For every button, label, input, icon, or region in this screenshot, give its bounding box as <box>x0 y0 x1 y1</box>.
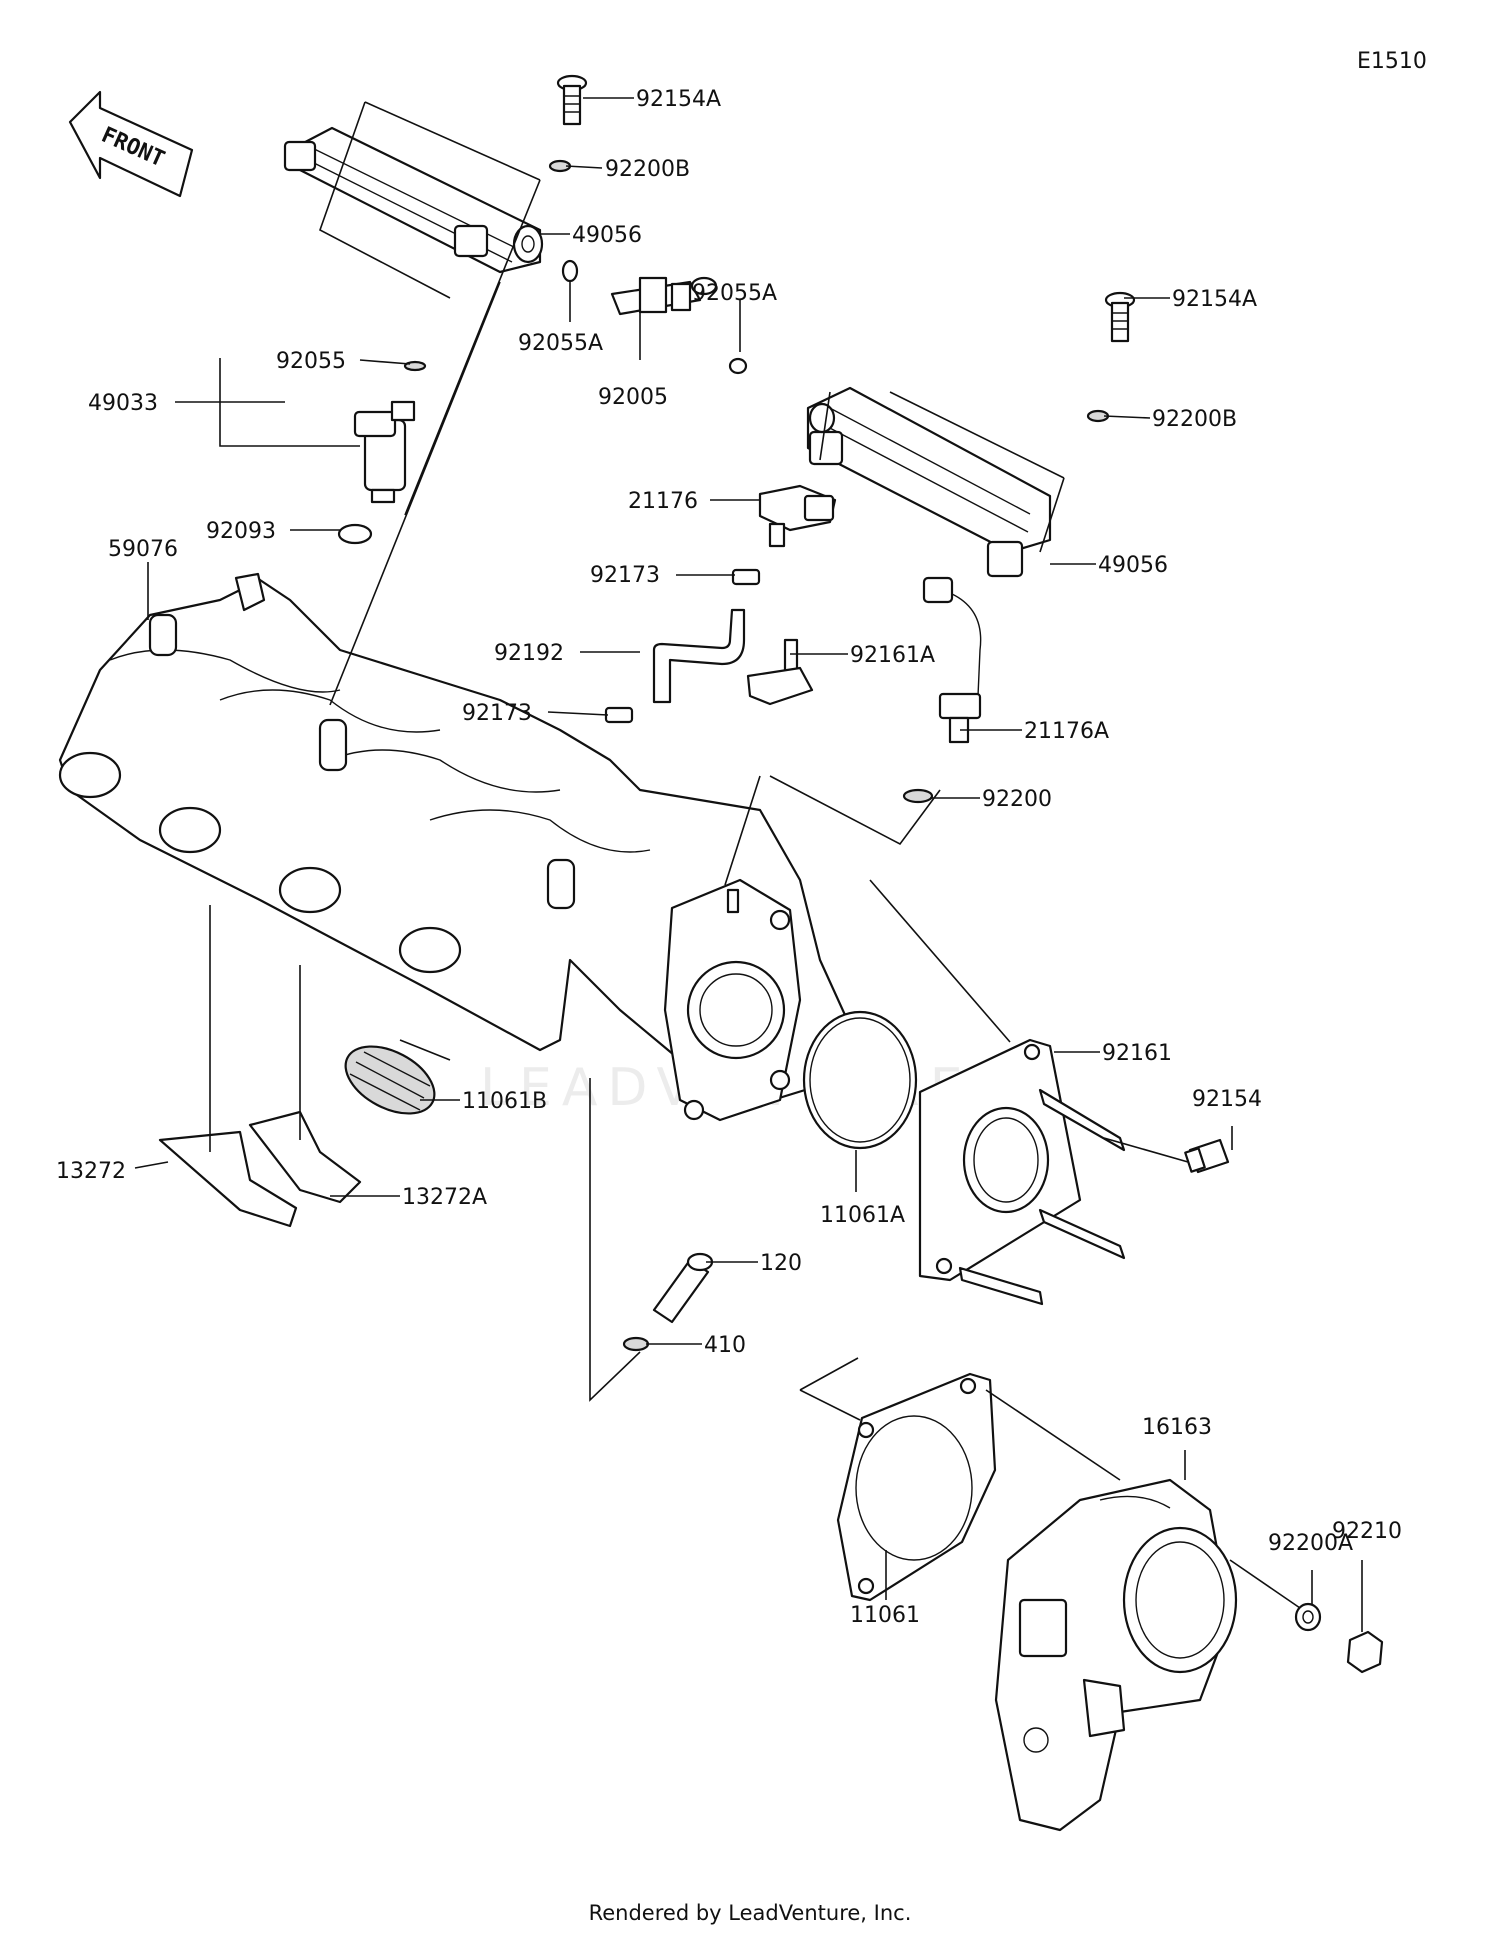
washer-92200a <box>1294 1602 1322 1632</box>
mesh-11061b <box>344 1045 436 1115</box>
callout-16163: 16163 <box>1142 1415 1212 1440</box>
injector-49033 <box>353 400 416 504</box>
callout-92154: 92154 <box>1192 1087 1262 1112</box>
callout-92173-top: 92173 <box>590 563 660 588</box>
fuel-rail-left <box>283 126 544 274</box>
bolt-92154a-top <box>556 74 588 126</box>
gasket-13272a <box>248 1110 362 1204</box>
callout-13272a: 13272A <box>402 1185 487 1210</box>
callout-92154a-right: 92154A <box>1172 287 1257 312</box>
callout-13272: 13272 <box>56 1159 126 1184</box>
washer-410 <box>622 1336 650 1352</box>
bolt-120 <box>652 1252 714 1324</box>
oring-11061a <box>802 1010 918 1150</box>
fitting-92005 <box>610 276 718 316</box>
callout-92200b-top: 92200B <box>605 157 690 182</box>
bolt-92154a-right <box>1104 291 1136 343</box>
callout-49056-right: 49056 <box>1098 553 1168 578</box>
callout-92005: 92005 <box>598 385 668 410</box>
callout-92161a: 92161A <box>850 643 935 668</box>
callout-59076: 59076 <box>108 537 178 562</box>
callout-92173-bottom: 92173 <box>462 701 532 726</box>
callout-92200: 92200 <box>982 787 1052 812</box>
oring-92055a-a <box>561 259 579 283</box>
sensor-21176a <box>922 576 982 744</box>
sensor-21176 <box>758 484 837 548</box>
callout-92055a-left: 92055A <box>518 331 603 356</box>
callout-92093: 92093 <box>206 519 276 544</box>
oring-92055a-b <box>728 357 748 375</box>
clamp-92173-top <box>731 568 761 586</box>
adapter-flange <box>663 878 802 1122</box>
callout-49033: 49033 <box>88 391 158 416</box>
callout-11061b: 11061B <box>462 1089 547 1114</box>
callout-92055a-right: 92055A <box>692 281 777 306</box>
gasket-11061 <box>836 1372 997 1602</box>
callout-49056-left: 49056 <box>572 223 642 248</box>
callout-labels: 92154A 92200B 49056 92055A 92055A 92005 … <box>56 87 1402 1628</box>
fuel-rail-right <box>806 386 1052 578</box>
leader-lines <box>134 97 1363 1632</box>
washer-92200 <box>902 788 934 804</box>
callout-21176: 21176 <box>628 489 698 514</box>
screw-92161a <box>746 638 814 706</box>
hose-92192 <box>652 608 746 704</box>
front-arrow-icon: FRONT <box>68 90 194 198</box>
bolt-92154 <box>1184 1138 1230 1174</box>
callout-11061a: 11061A <box>820 1203 905 1228</box>
callout-92154a-top: 92154A <box>636 87 721 112</box>
callout-92210: 92210 <box>1332 1519 1402 1544</box>
footer-credit: Rendered by LeadVenture, Inc. <box>589 1901 912 1925</box>
callout-120: 120 <box>760 1251 802 1276</box>
spacer-92161 <box>918 1038 1126 1306</box>
seal-92093 <box>337 523 373 545</box>
nut-92210 <box>1346 1630 1384 1674</box>
callout-11061: 11061 <box>850 1603 920 1628</box>
callout-92200b-right: 92200B <box>1152 407 1237 432</box>
callout-410: 410 <box>704 1333 746 1358</box>
diagram-code: E1510 <box>1357 49 1427 74</box>
callout-92200a: 92200A <box>1268 1531 1353 1556</box>
callout-21176a: 21176A <box>1024 719 1109 744</box>
clamp-92173-bottom <box>604 706 634 724</box>
callout-92192: 92192 <box>494 641 564 666</box>
callout-92161: 92161 <box>1102 1041 1172 1066</box>
gasket-13272 <box>158 1130 298 1228</box>
throttle-body-16163 <box>994 1478 1238 1832</box>
callout-92055: 92055 <box>276 349 346 374</box>
